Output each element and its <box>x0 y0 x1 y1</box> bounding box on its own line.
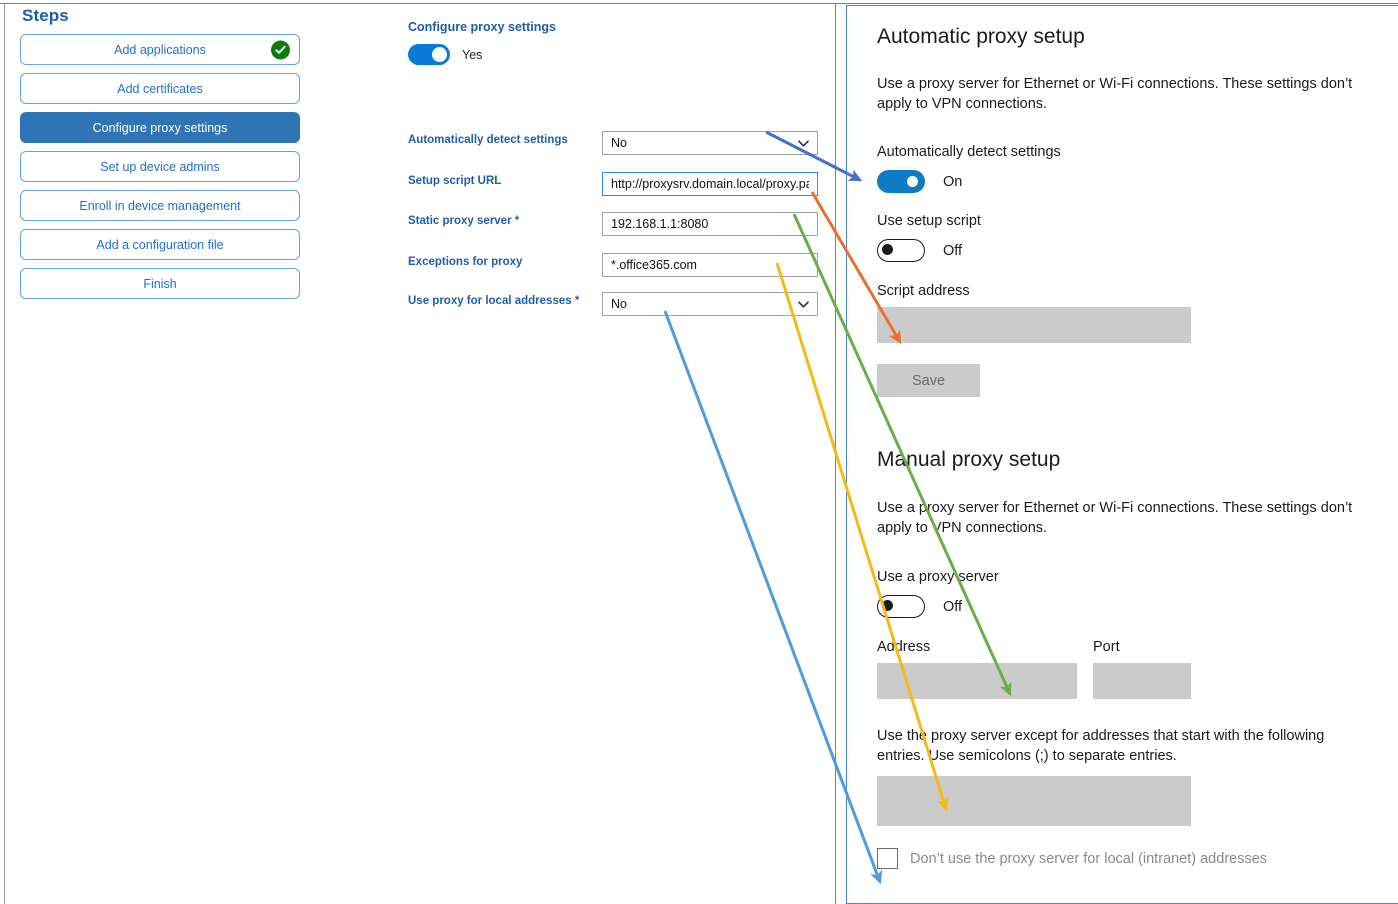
chevron-down-icon <box>797 137 809 149</box>
bypass-local-addresses-checkbox[interactable] <box>877 848 898 870</box>
static-proxy-server-input[interactable]: 192.168.1.1:8080 <box>602 212 818 236</box>
step-label: Enroll in device management <box>79 198 241 213</box>
use-setup-script-toggle-row: Off <box>877 239 1377 263</box>
bypass-local-addresses-label: Don’t use the proxy server for local (in… <box>910 850 1268 867</box>
bypass-local-addresses-row: Don’t use the proxy server for local (in… <box>877 848 1377 870</box>
script-address-input[interactable] <box>877 307 1191 344</box>
manual-proxy-setup-description: Use a proxy server for Ethernet or Wi-Fi… <box>877 500 1353 537</box>
automatically-detect-settings-label: Automatically detect settings <box>877 144 1061 161</box>
exceptions-for-proxy-input[interactable]: *.office365.com <box>602 253 818 277</box>
step-item-add-a-configuration-file[interactable]: Add a configuration file <box>20 229 300 260</box>
steps-title: Steps <box>22 6 69 25</box>
field-label: Use proxy for local addresses * <box>408 295 580 307</box>
use-a-proxy-server-toggle[interactable] <box>877 595 925 619</box>
field-label: Automatically detect settings <box>408 134 568 146</box>
field-label: Exceptions for proxy <box>408 256 523 268</box>
automatically-detect-settings-toggle-row: On <box>877 170 1377 194</box>
select-value: No <box>611 136 627 150</box>
use-setup-script-toggle[interactable] <box>877 239 925 263</box>
address-label: Address <box>877 639 931 656</box>
select-value: No <box>611 297 627 311</box>
port-field-group: Port <box>1093 639 1191 700</box>
use-a-proxy-server-toggle-row: Off <box>877 595 1377 619</box>
windows-proxy-settings-panel: Automatic proxy setup Use a proxy server… <box>846 5 1398 904</box>
input-value: 192.168.1.1:8080 <box>611 217 709 231</box>
step-item-enroll-in-device-management[interactable]: Enroll in device management <box>20 190 300 221</box>
address-input[interactable] <box>877 663 1077 700</box>
save-button[interactable]: Save <box>877 364 980 398</box>
chevron-down-icon <box>797 298 809 310</box>
configure-proxy-toggle-row: Yes <box>408 44 482 65</box>
field-label: Setup script URL <box>408 175 502 187</box>
automatically-detect-settings-toggle[interactable] <box>877 170 925 194</box>
proxy-exceptions-description: Use the proxy server except for addresse… <box>877 728 1325 765</box>
input-value: http://proxysrv.domain.local/proxy.pa <box>611 177 809 191</box>
check-circle-icon <box>271 40 290 59</box>
use-setup-script-state: Off <box>943 242 963 259</box>
address-field-group: Address <box>877 639 1077 700</box>
use-a-proxy-server-state: Off <box>943 598 963 615</box>
step-item-configure-proxy-settings[interactable]: Configure proxy settings <box>20 112 300 143</box>
port-label: Port <box>1093 639 1120 656</box>
step-label: Add applications <box>114 42 206 57</box>
step-label: Configure proxy settings <box>92 120 228 135</box>
proxy-exceptions-input[interactable] <box>877 776 1191 827</box>
step-label: Add certificates <box>117 81 203 96</box>
field-label: Static proxy server * <box>408 215 520 227</box>
step-label: Finish <box>143 276 177 291</box>
configure-proxy-toggle-label: Yes <box>462 47 483 62</box>
use-setup-script-label: Use setup script <box>877 213 981 230</box>
form-heading: Configure proxy settings <box>408 20 556 34</box>
use-a-proxy-server-label: Use a proxy server <box>877 569 999 586</box>
port-input[interactable] <box>1093 663 1191 700</box>
configure-proxy-toggle[interactable] <box>408 44 450 65</box>
setup-script-url-input[interactable]: http://proxysrv.domain.local/proxy.pa <box>602 172 818 196</box>
step-item-add-certificates[interactable]: Add certificates <box>20 73 300 104</box>
frame-left-divider <box>4 4 5 904</box>
input-value: *.office365.com <box>611 258 697 272</box>
script-address-label: Script address <box>877 283 970 300</box>
step-item-add-applications[interactable]: Add applications <box>20 34 300 65</box>
automatic-proxy-setup-heading: Automatic proxy setup <box>877 25 1085 48</box>
automatic-proxy-setup-description: Use a proxy server for Ethernet or Wi-Fi… <box>877 76 1353 113</box>
steps-panel: Steps Add applications Add certificates … <box>20 6 302 307</box>
automatically-detect-settings-select[interactable]: No <box>602 131 818 155</box>
step-label: Set up device admins <box>100 159 220 174</box>
windows-settings-content: Automatic proxy setup Use a proxy server… <box>877 6 1377 870</box>
step-item-set-up-device-admins[interactable]: Set up device admins <box>20 151 300 182</box>
frame-top-divider <box>0 3 1398 4</box>
manual-proxy-setup-heading: Manual proxy setup <box>877 448 1061 472</box>
step-label: Add a configuration file <box>96 237 224 252</box>
address-port-row: Address Port <box>877 639 1377 700</box>
use-proxy-for-local-addresses-select[interactable]: No <box>602 292 818 316</box>
frame-middle-divider <box>835 4 836 904</box>
step-item-finish[interactable]: Finish <box>20 268 300 299</box>
automatically-detect-settings-state: On <box>943 173 963 190</box>
